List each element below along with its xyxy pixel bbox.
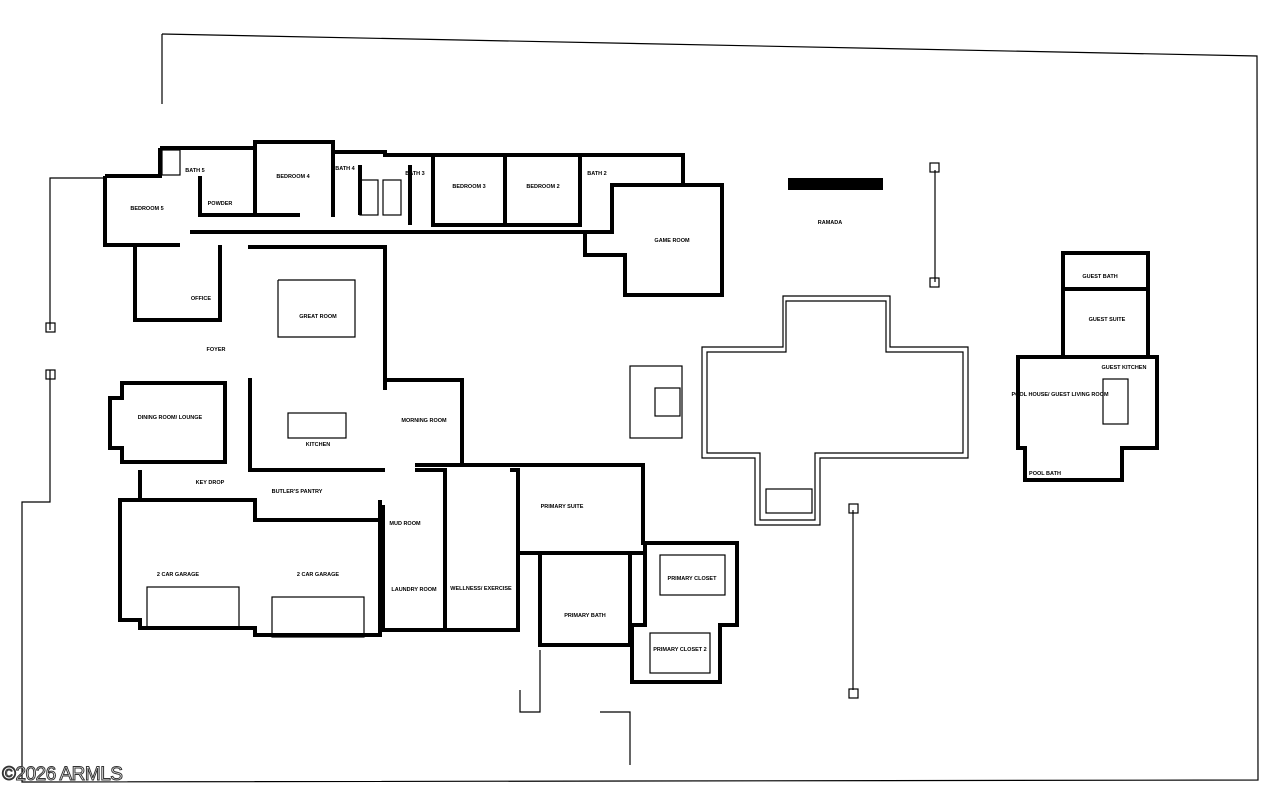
post (848, 688, 859, 699)
room-label: GREAT ROOM (299, 314, 337, 320)
room-label: PRIMARY BATH (564, 613, 605, 619)
post (45, 322, 56, 333)
room-label: OFFICE (191, 296, 211, 302)
room-labels: BEDROOM 5 BATH 5 POWDER BEDROOM 4 BATH 4… (130, 166, 1146, 653)
post (848, 503, 859, 514)
core-walls (108, 245, 464, 638)
room-label: BATH 2 (587, 171, 606, 177)
room-label: BEDROOM 3 (452, 184, 485, 190)
room-label: PRIMARY CLOSET (668, 576, 718, 582)
room-label: BUTLER'S PANTRY (272, 489, 323, 495)
ramada-wall (788, 178, 883, 190)
room-label: BATH 3 (405, 171, 424, 177)
lot-boundary (21, 33, 1259, 783)
room-label: BEDROOM 4 (276, 174, 310, 180)
post (929, 162, 940, 173)
room-label: GUEST BATH (1082, 274, 1117, 280)
room-label: 2 CAR GARAGE (297, 572, 340, 578)
room-label: BATH 5 (185, 168, 204, 174)
room-label: FOYER (207, 347, 226, 353)
room-label: BATH 4 (335, 166, 355, 172)
room-label: GUEST SUITE (1089, 317, 1126, 323)
post (45, 369, 56, 380)
room-label: BEDROOM 2 (526, 184, 559, 190)
room-label: GUEST KITCHEN (1102, 365, 1147, 371)
room-label: POOL HOUSE/ GUEST LIVING ROOM (1011, 392, 1108, 398)
room-label: 2 CAR GARAGE (157, 572, 200, 578)
post (929, 277, 940, 288)
room-label: PRIMARY SUITE (541, 504, 584, 510)
primary-wing (381, 463, 739, 765)
room-label: KITCHEN (306, 442, 330, 448)
game-room-walls (583, 183, 724, 297)
room-label: WELLNESS/ EXERCISE (450, 586, 512, 592)
room-label: PRIMARY CLOSET 2 (653, 647, 706, 653)
lot-boundary-segment (49, 177, 105, 330)
watermark: ©2026 ARMLS (1, 764, 123, 786)
room-label: MORNING ROOM (401, 418, 447, 424)
room-label: POOL BATH (1029, 471, 1061, 477)
room-label: MUD ROOM (389, 521, 421, 527)
room-label: GAME ROOM (654, 238, 690, 244)
bedroom-wing (103, 140, 685, 247)
pool[interactable] (629, 295, 969, 526)
spa (629, 365, 683, 439)
room-label: DINING ROOM/ LOUNGE (138, 415, 203, 421)
room-label: RAMADA (818, 220, 842, 226)
room-label: LAUNDRY ROOM (391, 587, 437, 593)
room-label: BEDROOM 5 (130, 206, 163, 212)
pool-house-walls (1016, 251, 1159, 482)
room-label: POWDER (208, 201, 233, 207)
room-label: KEY DROP (196, 480, 225, 486)
